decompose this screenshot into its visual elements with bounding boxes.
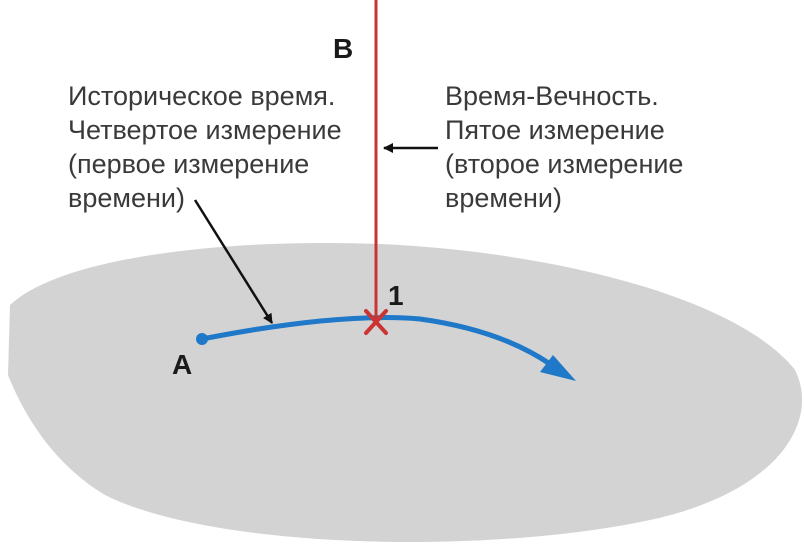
right-caption-line-1: Время-Вечность.: [445, 81, 659, 111]
left-caption-line-3: (первое измерение: [68, 149, 309, 179]
left-caption-pointer-arrow: [193, 199, 274, 324]
right-caption-line-2: Пятое измерение: [445, 115, 665, 145]
intersection-point-label: 1: [388, 280, 404, 311]
intersection-cross: [364, 309, 388, 335]
gray-plane: [8, 242, 803, 543]
left-caption-line-2: Четвертое измерение: [68, 115, 342, 145]
left-caption-line-4: времени): [68, 183, 185, 213]
left-caption-line-1: Историческое время.: [68, 81, 335, 111]
point-a-label: A: [172, 349, 192, 380]
right-caption: Время-Вечность. Пятое измерение (второе …: [445, 81, 683, 213]
left-caption: Историческое время. Четвертое измерение …: [68, 81, 342, 213]
point-a-dot: [196, 333, 208, 345]
right-caption-line-3: (второе измерение: [445, 149, 683, 179]
point-b-label: B: [333, 33, 353, 64]
right-caption-line-4: времени): [445, 183, 562, 213]
historical-time-arrowhead: [540, 355, 576, 381]
historical-time-arrow: [199, 315, 553, 367]
